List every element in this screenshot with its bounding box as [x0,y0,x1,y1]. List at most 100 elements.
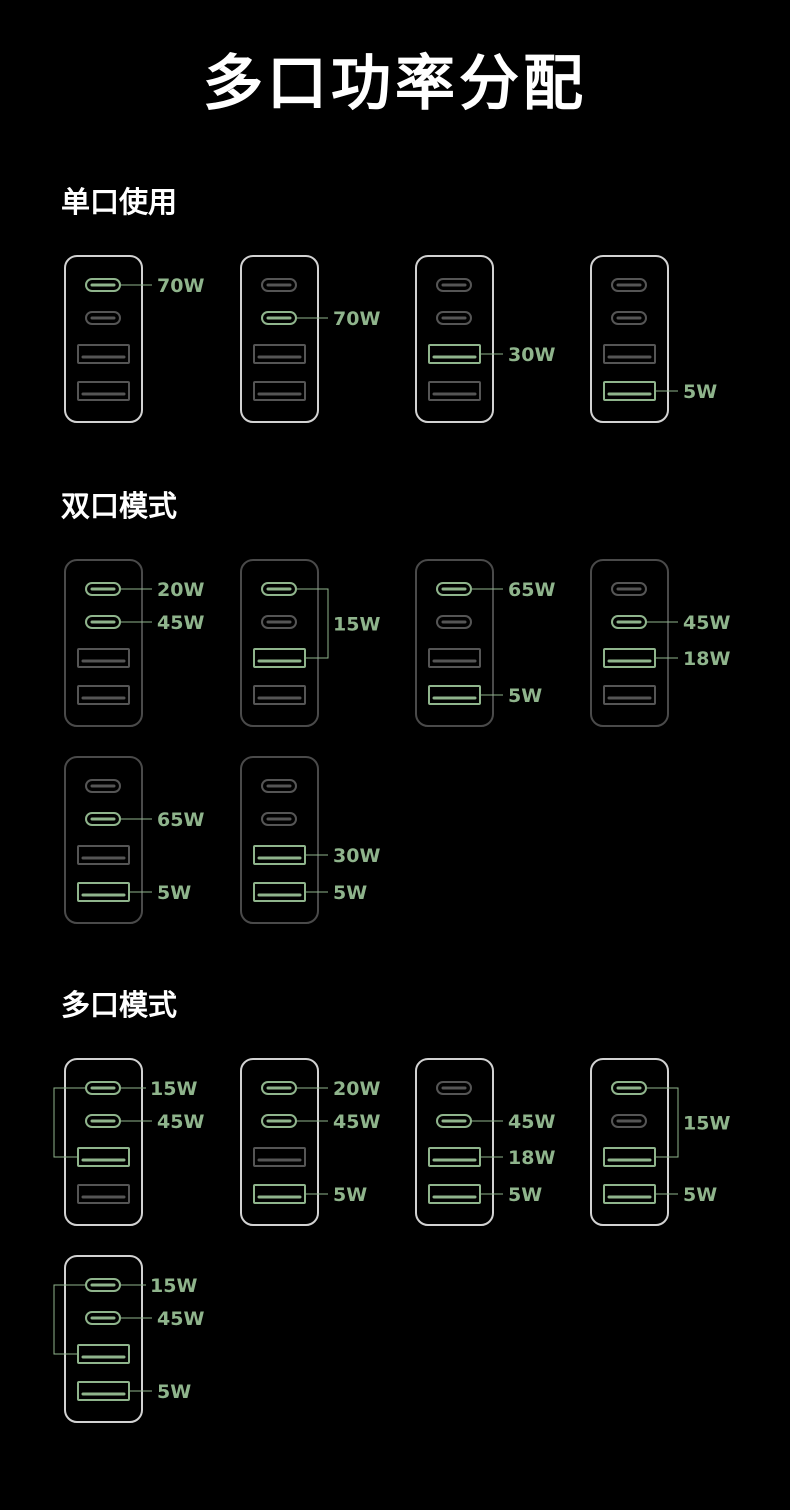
bracket-connector [53,1284,86,1355]
charger-body [240,559,319,727]
usb-a-port-icon [428,1147,481,1167]
usb-c-port-icon [611,311,647,325]
usb-a-port-icon [603,344,656,364]
charger-diagram: 30W [415,255,555,423]
power-label: 5W [333,882,367,904]
usb-a-port-icon [77,648,130,668]
usb-a-port-icon [77,344,130,364]
power-label: 15W [150,1275,197,1297]
section-title-multi-port: 多口模式 [61,988,178,1022]
charger-body [64,1255,143,1423]
usb-a-port-icon [77,1184,130,1204]
power-label: 45W [683,612,730,634]
usb-a-port-icon [428,344,481,364]
charger-diagram: 5W [590,255,717,423]
charger-body [415,559,494,727]
power-label: 15W [150,1078,197,1100]
usb-a-port-icon [428,685,481,705]
usb-a-port-icon [253,845,306,865]
power-label: 45W [508,1111,555,1133]
charger-diagram: 70W [64,255,204,423]
power-label: 70W [157,275,204,297]
page-title: 多口功率分配 [203,49,587,119]
charger-body [240,756,319,924]
usb-a-port-icon [603,1147,656,1167]
power-label: 5W [333,1184,367,1206]
power-label: 5W [157,1381,191,1403]
power-label: 30W [333,845,380,867]
power-label: 65W [157,809,204,831]
power-label: 45W [157,612,204,634]
usb-a-port-icon [77,1147,130,1167]
charger-diagram: 20W 45W 5W [240,1058,380,1226]
usb-a-port-icon [253,1147,306,1167]
usb-c-port-icon [436,278,472,292]
bracket-connector [646,1087,679,1158]
usb-a-port-icon [77,685,130,705]
usb-c-port-icon [436,311,472,325]
power-label: 15W [333,614,380,636]
usb-c-port-icon [611,278,647,292]
power-label: 18W [683,648,730,670]
power-label: 65W [508,579,555,601]
usb-c-port-icon [436,615,472,629]
charger-body [240,1058,319,1226]
power-label: 15W [683,1113,730,1135]
usb-c-port-icon [261,779,297,793]
charger-body [590,559,669,727]
charger-body [415,255,494,423]
power-label: 5W [683,1184,717,1206]
usb-a-port-icon [77,882,130,902]
charger-diagram: 70W [240,255,380,423]
charger-body [590,255,669,423]
charger-diagram: 15W 5W [590,1058,730,1226]
usb-c-port-icon [261,278,297,292]
usb-c-port-icon [85,779,121,793]
usb-c-port-icon [436,1081,472,1095]
usb-a-port-icon [77,845,130,865]
power-label: 5W [508,1184,542,1206]
power-label: 20W [333,1078,380,1100]
usb-a-port-icon [428,381,481,401]
power-label: 30W [508,344,555,366]
usb-a-port-icon [253,685,306,705]
usb-a-port-icon [603,1184,656,1204]
usb-a-port-icon [253,381,306,401]
usb-c-port-icon [611,1114,647,1128]
charger-body [64,559,143,727]
usb-a-port-icon [253,648,306,668]
usb-c-port-icon [261,812,297,826]
charger-diagram: 65W 5W [415,559,555,727]
power-label: 45W [333,1111,380,1133]
power-label: 45W [157,1111,204,1133]
usb-a-port-icon [253,344,306,364]
usb-a-port-icon [253,1184,306,1204]
charger-body [240,255,319,423]
charger-diagram: 30W 5W [240,756,380,924]
charger-diagram: 45W 18W [590,559,730,727]
usb-a-port-icon [253,882,306,902]
section-title-single-port: 单口使用 [61,185,178,219]
power-label: 20W [157,579,204,601]
usb-a-port-icon [603,648,656,668]
charger-diagram: 15W 45W [53,1058,204,1226]
charger-diagram: 65W 5W [64,756,204,924]
usb-a-port-icon [77,1344,130,1364]
usb-a-port-icon [77,1381,130,1401]
charger-diagram: 20W 45W [64,559,204,727]
usb-a-port-icon [428,648,481,668]
power-label: 70W [333,308,380,330]
power-label: 5W [157,882,191,904]
usb-c-port-icon [85,311,121,325]
bracket-connector [296,588,329,659]
power-label: 5W [508,685,542,707]
charger-body [590,1058,669,1226]
charger-diagram: 15W [240,559,380,727]
usb-c-port-icon [611,582,647,596]
bracket-connector [53,1087,86,1158]
power-label: 5W [683,381,717,403]
usb-c-port-icon [261,615,297,629]
